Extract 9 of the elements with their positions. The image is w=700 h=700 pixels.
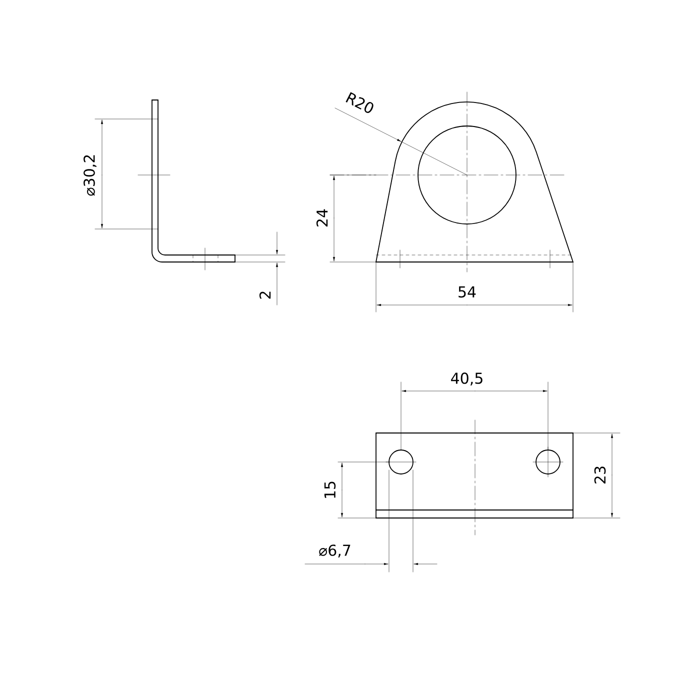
dimension-text: 24	[316, 209, 328, 226]
dimension-text: 40,5	[451, 372, 482, 386]
dimension-text: 15	[324, 482, 336, 498]
dimension-text: 54	[458, 286, 476, 298]
dimension-text: R20	[346, 92, 374, 113]
dimension-text: ⌀30,2	[84, 155, 96, 196]
dimension-text: 23	[594, 466, 606, 484]
dimension-text: ⌀6,7	[319, 544, 350, 558]
dimension-text: 2	[259, 292, 271, 299]
